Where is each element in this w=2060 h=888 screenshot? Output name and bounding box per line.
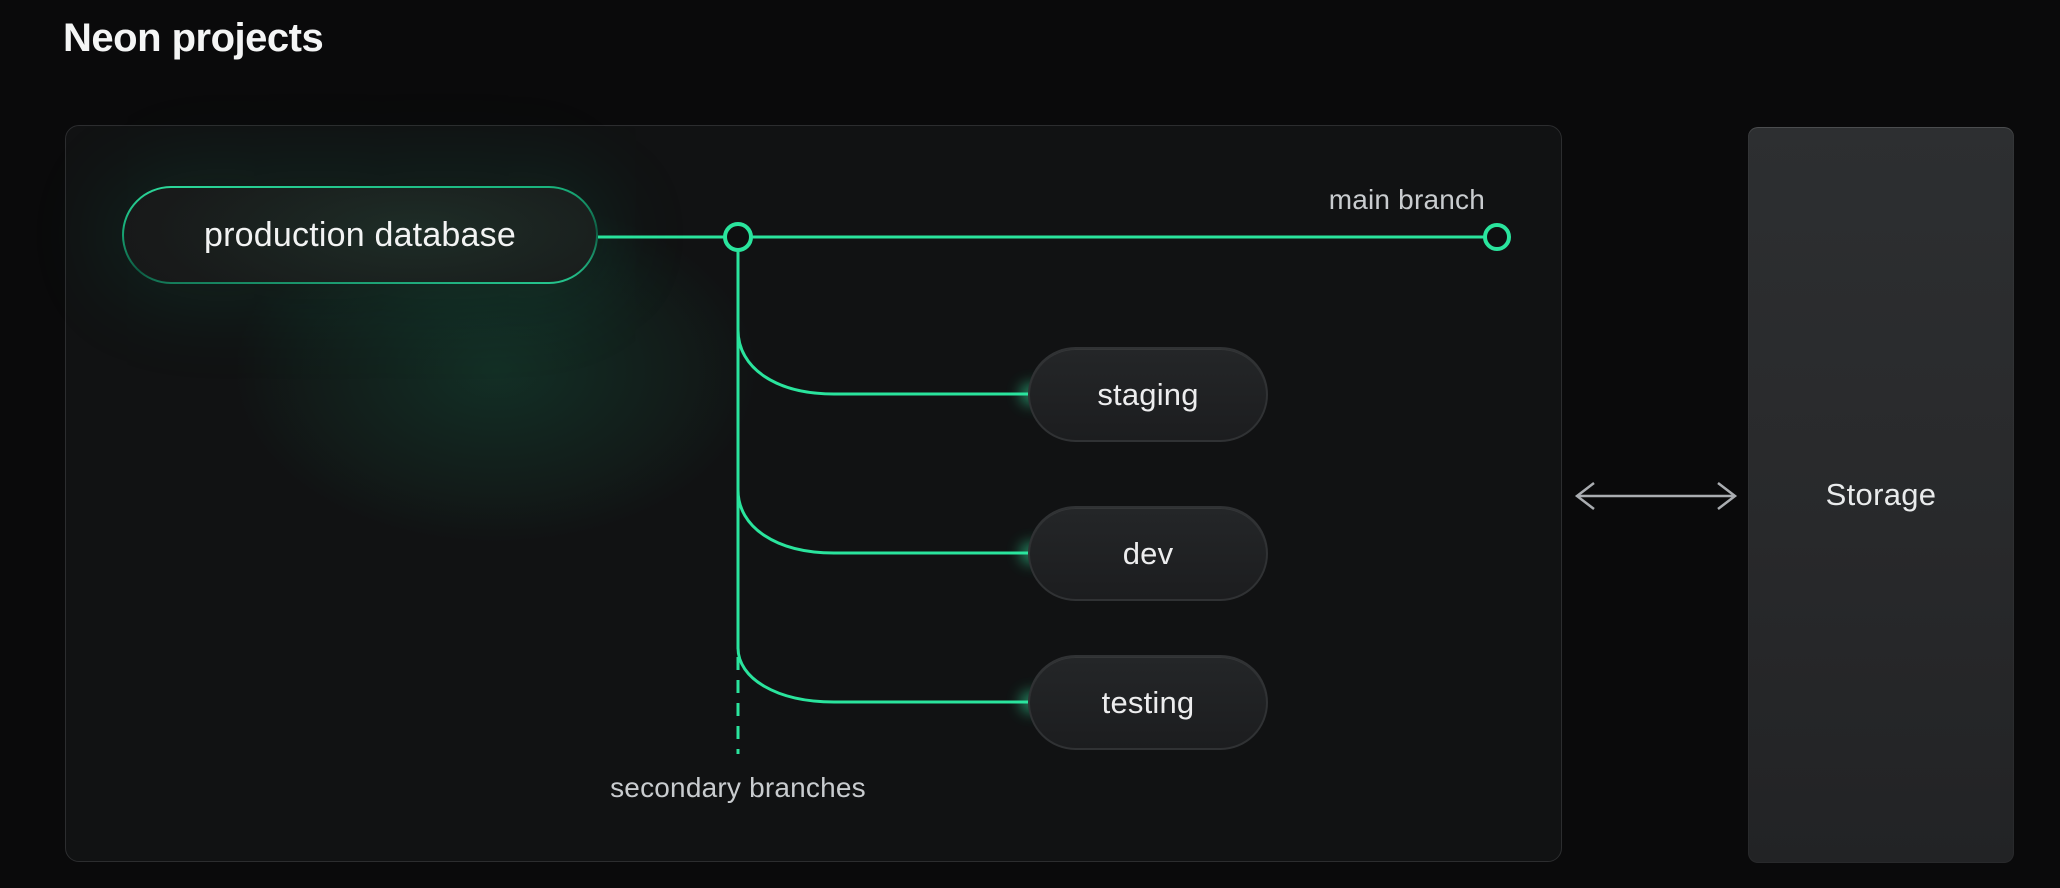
production-database-node: production database xyxy=(122,186,598,284)
storage-label: Storage xyxy=(1825,477,1937,512)
junction-circle-icon xyxy=(723,222,753,252)
staging-branch-line xyxy=(736,329,1030,396)
testing-branch-node: testing xyxy=(1028,655,1268,750)
production-database-label: production database xyxy=(124,188,596,282)
main-branch-label: main branch xyxy=(1328,184,1485,215)
secondary-branches-label: secondary branches xyxy=(610,772,866,803)
staging-branch-node: staging xyxy=(1028,347,1268,442)
page-title: Neon projects xyxy=(63,16,324,60)
endpoint-circle-icon xyxy=(1483,223,1511,251)
dev-branch-line xyxy=(736,489,1030,555)
testing-branch-line xyxy=(736,647,1030,704)
dev-branch-node: dev xyxy=(1028,506,1268,601)
storage-box: Storage xyxy=(1748,127,2014,863)
